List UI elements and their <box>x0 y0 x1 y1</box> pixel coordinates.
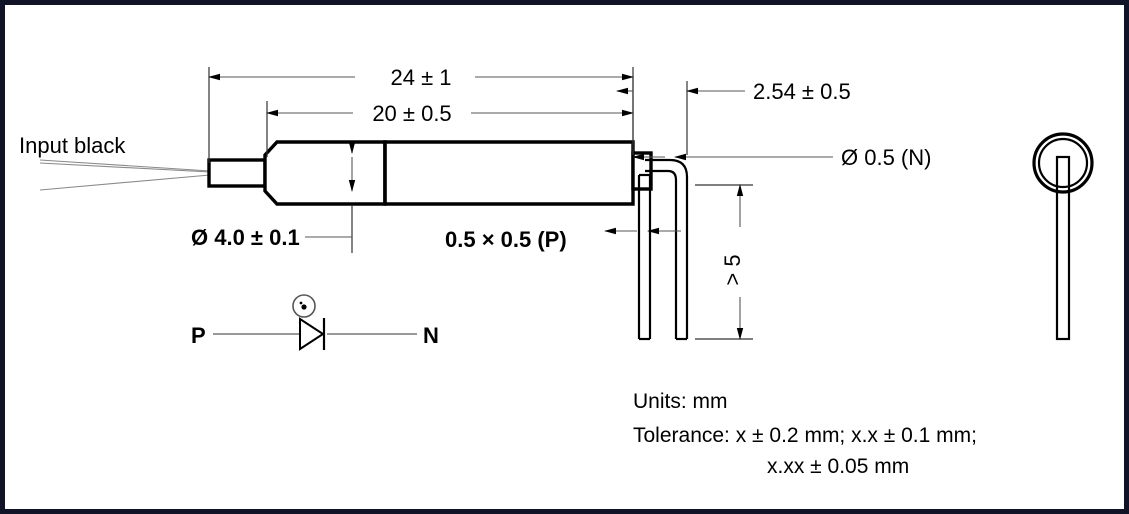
schematic-label-anode: P <box>191 323 206 348</box>
dimension-label-pin-n-diameter: Ø 0.5 (N) <box>841 145 931 170</box>
dimension-label-overall-length: 24 ± 1 <box>390 65 451 90</box>
schematic-label-cathode: N <box>423 323 439 348</box>
note-tolerance-line-1: Tolerance: x ± 0.2 mm; x.x ± 0.1 mm; <box>633 424 977 447</box>
ferrule-boot <box>207 158 267 188</box>
input-fiber-pigtail <box>39 159 211 191</box>
note-tolerance-line-2: x.xx ± 0.05 mm <box>767 455 909 478</box>
dimension-body-diameter: Ø 4.0 ± 0.1 <box>191 142 356 253</box>
dimension-label-pin-pitch: 2.54 ± 0.5 <box>753 79 851 104</box>
dimension-label-body-diameter: Ø 4.0 ± 0.1 <box>191 225 300 250</box>
component-body <box>263 140 635 206</box>
note-units: Units: mm <box>633 390 728 413</box>
dimension-lead-length: > 5 <box>695 184 753 340</box>
end-view <box>1032 132 1094 341</box>
technical-drawing: 24 ± 1 20 ± 0.5 2.54 ± 0.5 Ø 0.5 (N) <box>19 65 1094 478</box>
notes-block: Units: mm Tolerance: x ± 0.2 mm; x.x ± 0… <box>633 390 977 478</box>
schematic-symbol: P N <box>191 294 439 351</box>
dimension-body-length: 20 ± 0.5 <box>266 101 634 157</box>
dimension-label-body-length: 20 ± 0.5 <box>372 101 451 126</box>
dimension-label-lead-length: > 5 <box>720 254 745 285</box>
lead-pins <box>637 158 689 341</box>
dimension-pin-n-diameter: Ø 0.5 (N) <box>632 145 931 170</box>
dimension-label-pin-p-section: 0.5 × 0.5 (P) <box>445 227 567 252</box>
label-input-wire: Input black <box>19 133 126 158</box>
dimension-pin-pitch: 2.54 ± 0.5 <box>616 77 851 155</box>
dimension-pin-p-section: 0.5 × 0.5 (P) <box>445 227 681 252</box>
